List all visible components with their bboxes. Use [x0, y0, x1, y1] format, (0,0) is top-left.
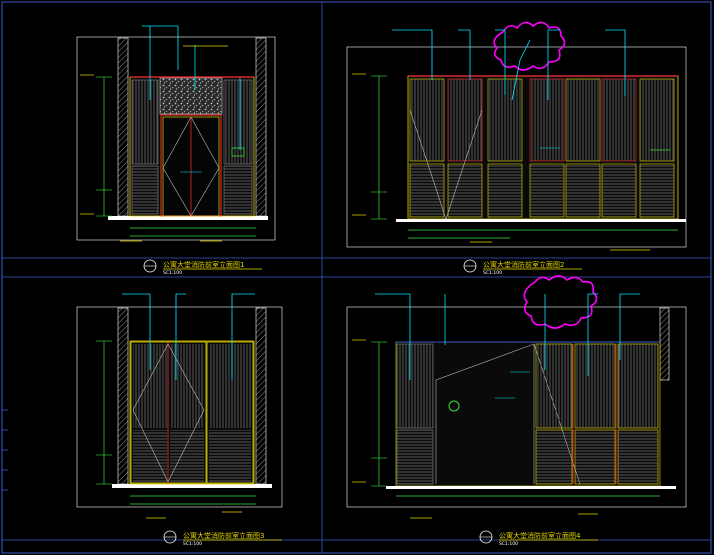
panel-scale-text-2: SC1:100: [483, 270, 502, 276]
elevation-panel-2: [346, 21, 687, 251]
elevation-panel-4: [346, 275, 687, 519]
panel-scale-text-4: SC1:100: [499, 541, 518, 547]
panel-title-text-3: 公寓大堂消防前室立面图3: [183, 531, 264, 540]
panel-title-text-2: 公寓大堂消防前室立面图2: [483, 260, 564, 269]
panel-title-text-1: 公寓大堂消防前室立面图1: [163, 260, 244, 269]
panel-title-text-4: 公寓大堂消防前室立面图4: [499, 531, 581, 540]
panel-title-1: 公寓大堂消防前室立面图1 SC1:100: [143, 259, 262, 276]
panel-title-3: 公寓大堂消防前室立面图3 SC1:100: [163, 530, 282, 547]
panel-title-4: 公寓大堂消防前室立面图4 SC1:100: [479, 530, 598, 547]
panel-scale-text-3: SC1:100: [183, 541, 202, 547]
elevation-panel-1: [76, 25, 276, 242]
panel-title-2: 公寓大堂消防前室立面图2 SC1:100: [463, 259, 582, 276]
elevation-panel-3: [76, 293, 283, 519]
panel-scale-text-1: SC1:100: [163, 270, 182, 276]
